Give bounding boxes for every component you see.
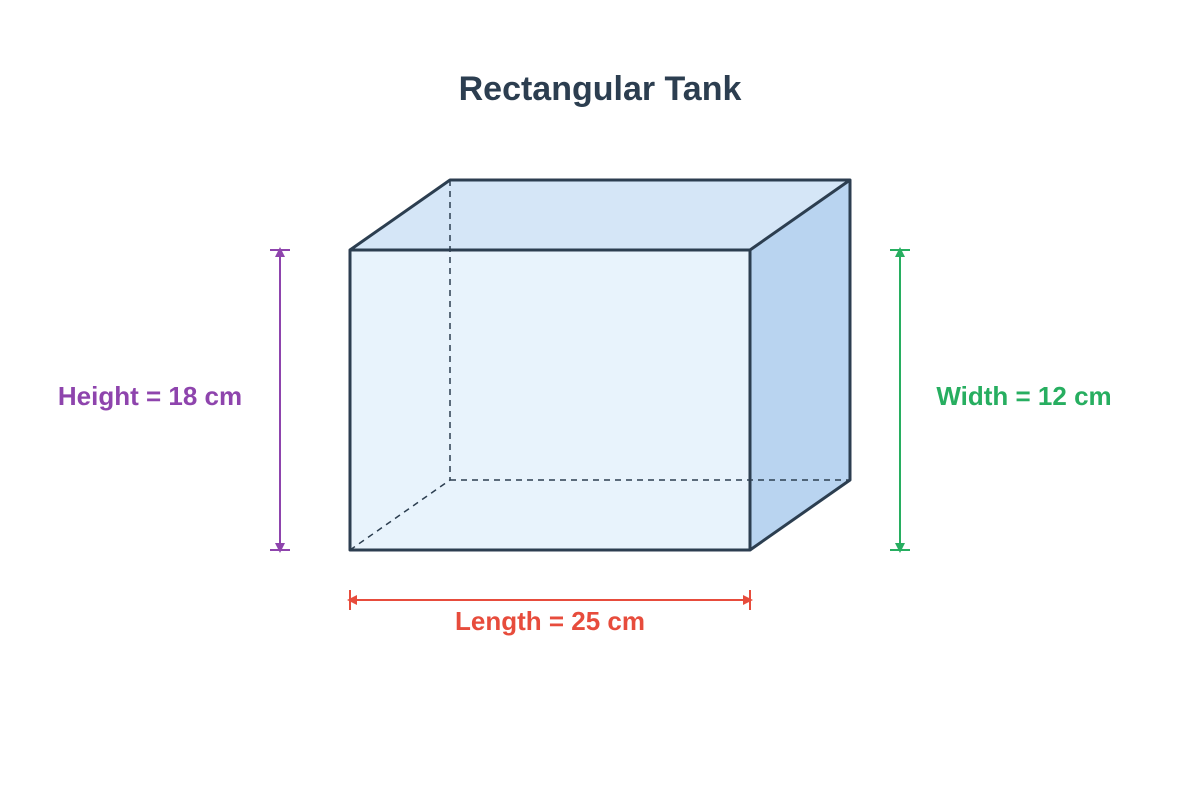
side-face-outline [749, 180, 852, 552]
tank-visible-edges [348, 178, 852, 552]
tank-top-face [350, 180, 850, 250]
height-dimension [270, 247, 290, 553]
width-label: Width = 12 cm [936, 381, 1111, 411]
tank-hidden-edges [349, 180, 850, 551]
tank-side-face [750, 180, 850, 550]
front-face-outline [348, 248, 752, 552]
height-label: Height = 18 cm [58, 381, 242, 411]
top-face-outline [349, 178, 852, 252]
length-label: Length = 25 cm [455, 606, 645, 636]
tank-front-face [350, 250, 750, 550]
length-dimension [347, 590, 753, 610]
hidden-edge-bottom-depth [349, 479, 451, 551]
width-dimension [890, 247, 910, 553]
diagram-title: Rectangular Tank [459, 70, 742, 108]
